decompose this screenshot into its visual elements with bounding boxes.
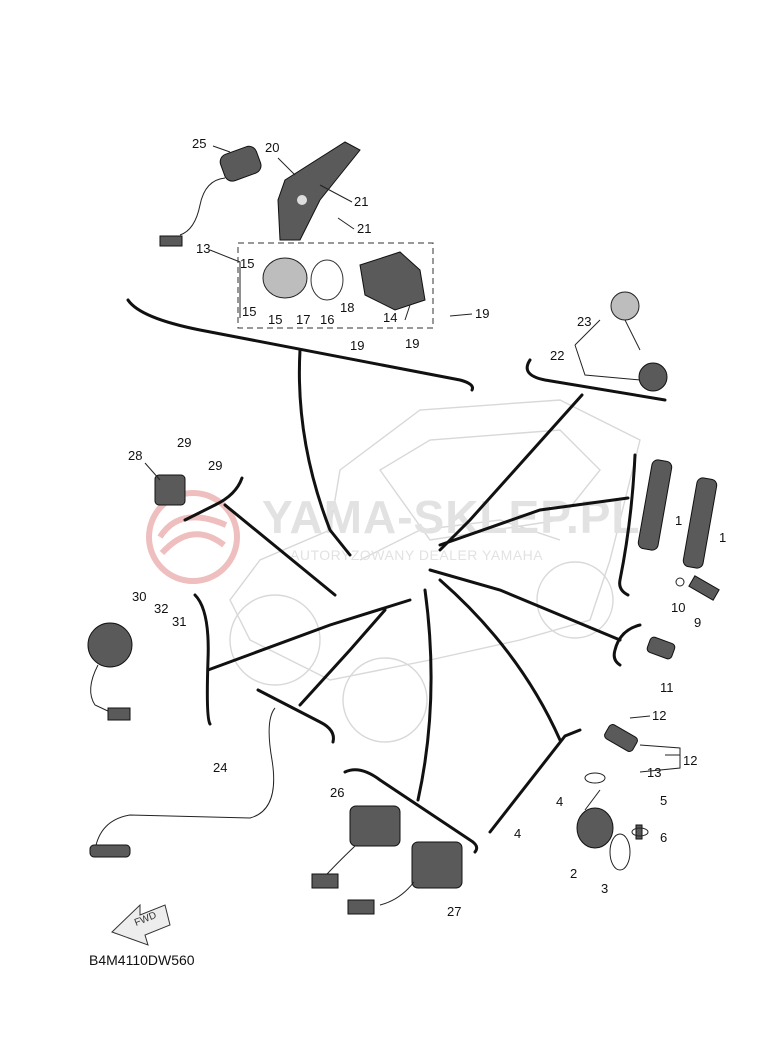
callout-10: 12 <box>683 753 697 768</box>
callout-21a: 21 <box>354 194 368 209</box>
relay-27 <box>347 841 463 915</box>
callout-1b: 1 <box>719 530 726 545</box>
callout-20: 20 <box>265 140 279 155</box>
gauge-23 <box>610 291 668 392</box>
callout-4a: 4 <box>556 794 563 809</box>
callout-7: 9 <box>694 615 701 630</box>
callout-23: 23 <box>577 314 591 329</box>
callout-11: 13 <box>647 765 661 780</box>
callout-17: 17 <box>296 312 310 327</box>
watermark-logo <box>146 490 240 584</box>
callout-6: 6 <box>660 830 667 845</box>
callout-13: 13 <box>196 241 210 256</box>
callout-25: 25 <box>192 136 206 151</box>
box-13 <box>237 242 434 329</box>
sensor-25 <box>159 145 262 247</box>
callout-4b: 4 <box>514 826 521 841</box>
callout-22: 22 <box>550 348 564 363</box>
sensor-2 <box>576 789 649 871</box>
callout-2: 2 <box>570 866 577 881</box>
bracket-20 <box>277 141 361 241</box>
callout-21b: 21 <box>357 221 371 236</box>
callout-19b: 19 <box>350 338 364 353</box>
sensor-cable-24 <box>89 707 276 858</box>
callout-15c: 15 <box>268 312 282 327</box>
horn-30 <box>87 622 133 721</box>
ignition-coils-1 <box>637 459 718 569</box>
callout-8: 10 <box>671 600 685 615</box>
callout-26: 26 <box>330 785 344 800</box>
callout-19a: 19 <box>475 306 489 321</box>
callout-5: 5 <box>660 793 667 808</box>
watermark-subtext: AUTORYZOWANY DEALER YAMAHA <box>290 547 543 563</box>
callout-labels: 25 20 21 21 13 15 15 15 17 16 18 14 19 1… <box>128 136 726 919</box>
relay-26 <box>311 805 401 889</box>
sensor-10 <box>584 724 638 784</box>
callout-28: 28 <box>128 448 142 463</box>
callout-12: 12 <box>652 708 666 723</box>
callout-29b: 29 <box>208 458 222 473</box>
fwd-arrow-icon: FWD <box>111 903 171 946</box>
sensor-7 <box>675 575 720 601</box>
sensor-9 <box>646 636 676 660</box>
callout-leaders <box>144 145 681 773</box>
callout-15a: 15 <box>240 256 254 271</box>
relay-28 <box>154 474 186 506</box>
callout-24: 24 <box>213 760 227 775</box>
callout-18: 18 <box>340 300 354 315</box>
callout-27: 27 <box>447 904 461 919</box>
callout-31: 31 <box>172 614 186 629</box>
callout-32: 32 <box>154 601 168 616</box>
callout-3: 3 <box>601 881 608 896</box>
diagram-code: B4M4110DW560 <box>89 952 195 968</box>
callout-16: 16 <box>320 312 334 327</box>
callout-1a: 1 <box>675 513 682 528</box>
group-brackets <box>126 298 667 854</box>
callout-29a: 29 <box>177 435 191 450</box>
callout-15b: 15 <box>242 304 256 319</box>
callout-30: 30 <box>132 589 146 604</box>
callout-19c: 19 <box>405 336 419 351</box>
callout-14: 14 <box>383 310 397 325</box>
callout-9: 11 <box>660 680 674 695</box>
